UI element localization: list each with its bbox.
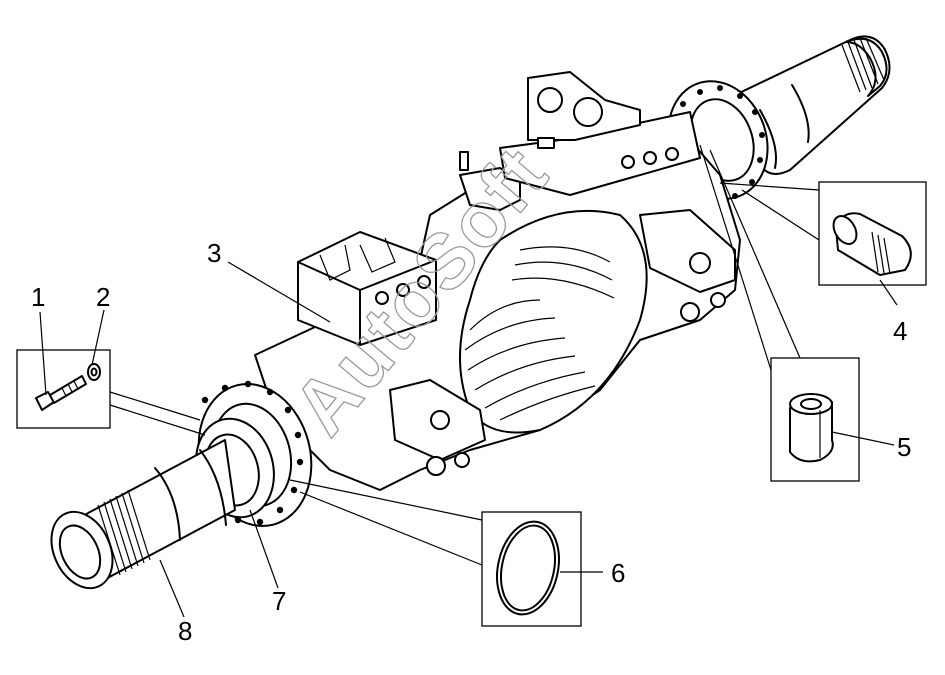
callout-label-3: 3 <box>207 238 221 268</box>
callout-label-2: 2 <box>96 282 110 312</box>
bolt-washer-callout <box>16 349 206 436</box>
bushing-icon <box>789 393 834 463</box>
top-mount-bracket <box>499 71 701 196</box>
callout-label-5: 5 <box>897 432 911 462</box>
callout-label-8: 8 <box>178 616 192 646</box>
bolt-icon <box>35 375 87 411</box>
axle-housing-body <box>254 139 741 491</box>
callout-label-1: 1 <box>31 282 45 312</box>
o-ring-icon <box>496 520 560 616</box>
callout-label-4: 4 <box>893 316 907 346</box>
callout-label-6: 6 <box>611 558 625 588</box>
left-axle-shaft <box>50 439 236 590</box>
callout-labels: 1 2 3 4 5 6 7 8 <box>31 238 911 646</box>
sleeve-icon <box>832 212 912 276</box>
o-ring-callout <box>289 479 582 627</box>
callout-label-7: 7 <box>272 586 286 616</box>
spring-seat <box>297 231 437 346</box>
bushing-callout <box>699 144 860 482</box>
right-axle-shaft <box>734 35 891 175</box>
leader-lines <box>39 261 898 618</box>
washer-icon <box>87 363 101 381</box>
sleeve-callout <box>719 181 927 286</box>
